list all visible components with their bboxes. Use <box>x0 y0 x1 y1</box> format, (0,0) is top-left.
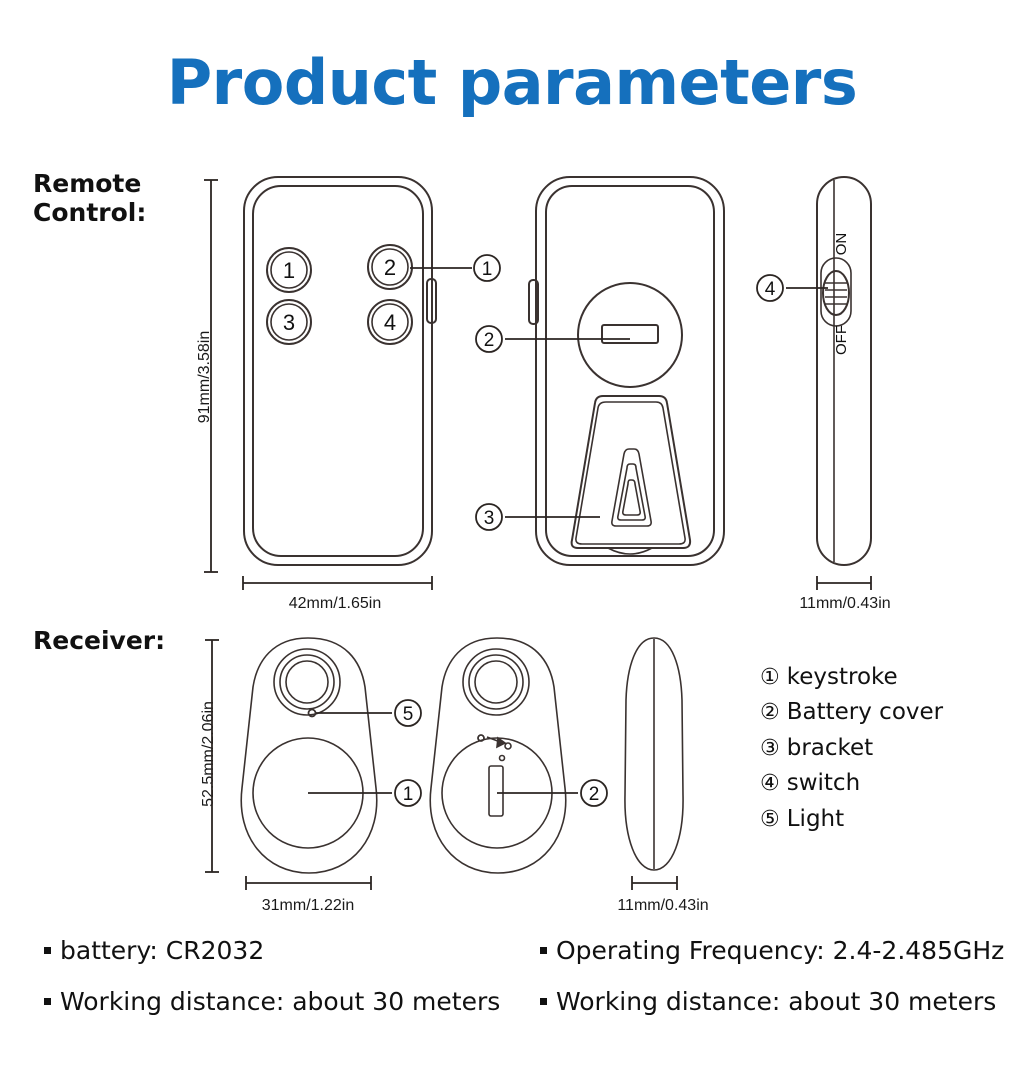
receiver-thickness-dimension-line <box>631 876 678 890</box>
legend-label-1: keystroke <box>786 664 898 690</box>
receiver-drawings: 5 1 <box>205 637 684 890</box>
remote-key-4[interactable]: 4 <box>367 299 413 345</box>
legend-label-5: Light <box>786 805 845 832</box>
legend-marker-5: ⑤ <box>760 806 780 832</box>
spec-battery: battery: CR2032 <box>44 936 500 965</box>
switch-off-label: OFF <box>833 325 850 355</box>
switch-knob <box>822 270 850 316</box>
battery-cover-slot <box>601 324 659 344</box>
remote-control-drawings: 1 2 3 4 1 <box>204 176 872 590</box>
remote-thickness-dimension-line <box>816 576 872 590</box>
receiver-section-label: Receiver: <box>33 626 166 655</box>
remote-width-dimension: 42mm/1.65in <box>288 595 382 612</box>
specs-left-column: battery: CR2032 Working distance: about … <box>44 936 500 1038</box>
callout-4-switch: 4 <box>756 274 828 302</box>
bullet-icon <box>44 947 51 954</box>
legend-label-3: bracket <box>786 734 874 761</box>
receiver-back-keyring-hole <box>462 648 530 716</box>
svg-text:1: 1 <box>283 258 295 283</box>
battery-cover[interactable] <box>577 282 683 388</box>
bullet-icon <box>44 998 51 1005</box>
callout-1-keystroke: 1 <box>410 254 501 282</box>
spec-battery-text: battery: CR2032 <box>60 936 265 965</box>
remote-side-view: ON OFF <box>816 176 872 566</box>
svg-text:1: 1 <box>403 784 414 805</box>
spec-working-distance-right-text: Working distance: about 30 meters <box>556 987 997 1016</box>
legend-marker-4: ④ <box>760 771 780 797</box>
spec-operating-frequency-text: Operating Frequency: 2.4-2.485GHz <box>556 936 1005 965</box>
spec-working-distance-left-text: Working distance: about 30 meters <box>60 987 501 1016</box>
receiver-width-dimension-line <box>245 876 372 890</box>
callout-2-receiver-battery-cover: 2 <box>497 779 608 807</box>
keyring-hole <box>273 648 341 716</box>
svg-text:2: 2 <box>484 330 495 351</box>
svg-text:2: 2 <box>384 255 396 280</box>
remote-key-2[interactable]: 2 <box>367 244 413 290</box>
callout-1-receiver-keystroke: 1 <box>308 779 422 807</box>
bracket[interactable] <box>570 395 692 555</box>
callout-5-light: 5 <box>316 699 422 727</box>
receiver-thickness-dimension: 11mm/0.43in <box>617 897 709 914</box>
svg-text:4: 4 <box>384 310 396 335</box>
svg-text:3: 3 <box>283 310 295 335</box>
receiver-battery-cover-slot <box>488 765 504 817</box>
power-switch[interactable] <box>820 257 852 327</box>
page-title: Product parameters <box>166 46 858 119</box>
legend-list: ① keystroke ② Battery cover ③ bracket ④ … <box>760 660 943 837</box>
switch-on-label: ON <box>833 233 850 256</box>
bullet-icon <box>540 947 547 954</box>
svg-text:3: 3 <box>484 508 495 529</box>
remote-width-dimension-line <box>242 576 433 590</box>
callout-3-bracket: 3 <box>475 503 600 531</box>
receiver-side-view <box>624 637 684 871</box>
svg-text:5: 5 <box>403 704 414 725</box>
remote-back-view <box>528 176 725 566</box>
legend-marker-1: ① <box>760 665 780 690</box>
legend-label-4: switch <box>786 770 861 797</box>
remote-back-side-button <box>528 279 539 325</box>
svg-text:2: 2 <box>589 784 600 805</box>
legend-item-1: ① keystroke <box>760 660 943 695</box>
legend-item-5: ⑤ Light <box>760 802 943 837</box>
legend-item-4: ④ switch <box>760 766 943 801</box>
legend-marker-3: ③ <box>760 735 780 761</box>
svg-text:4: 4 <box>765 279 776 300</box>
svg-text:1: 1 <box>482 259 493 280</box>
legend-label-2: Battery cover <box>786 699 944 726</box>
legend-item-2: ② Battery cover <box>760 695 943 730</box>
open-direction-indicator <box>477 734 512 762</box>
receiver-front-view <box>240 637 378 874</box>
specs-right-column: Operating Frequency: 2.4-2.485GHz Workin… <box>540 936 1004 1038</box>
remote-section-label: Remote Control: <box>33 169 147 227</box>
remote-height-dimension-line <box>204 179 218 573</box>
legend-marker-2: ② <box>760 700 780 726</box>
remote-side-button <box>426 278 437 324</box>
remote-key-1[interactable]: 1 <box>266 247 312 293</box>
spec-operating-frequency: Operating Frequency: 2.4-2.485GHz <box>540 936 1004 965</box>
receiver-height-dimension-line <box>205 639 219 873</box>
switch-track <box>820 257 852 327</box>
remote-key-3[interactable]: 3 <box>266 299 312 345</box>
bullet-icon <box>540 998 547 1005</box>
spec-working-distance-left: Working distance: about 30 meters <box>44 987 500 1016</box>
callout-2-battery-cover: 2 <box>475 325 630 353</box>
remote-thickness-dimension: 11mm/0.43in <box>799 595 891 612</box>
receiver-back-view <box>429 637 567 874</box>
spec-working-distance-right: Working distance: about 30 meters <box>540 987 1004 1016</box>
legend-item-3: ③ bracket <box>760 731 943 766</box>
receiver-width-dimension: 31mm/1.22in <box>261 897 355 914</box>
remote-front-view: 1 2 3 4 <box>243 176 437 566</box>
